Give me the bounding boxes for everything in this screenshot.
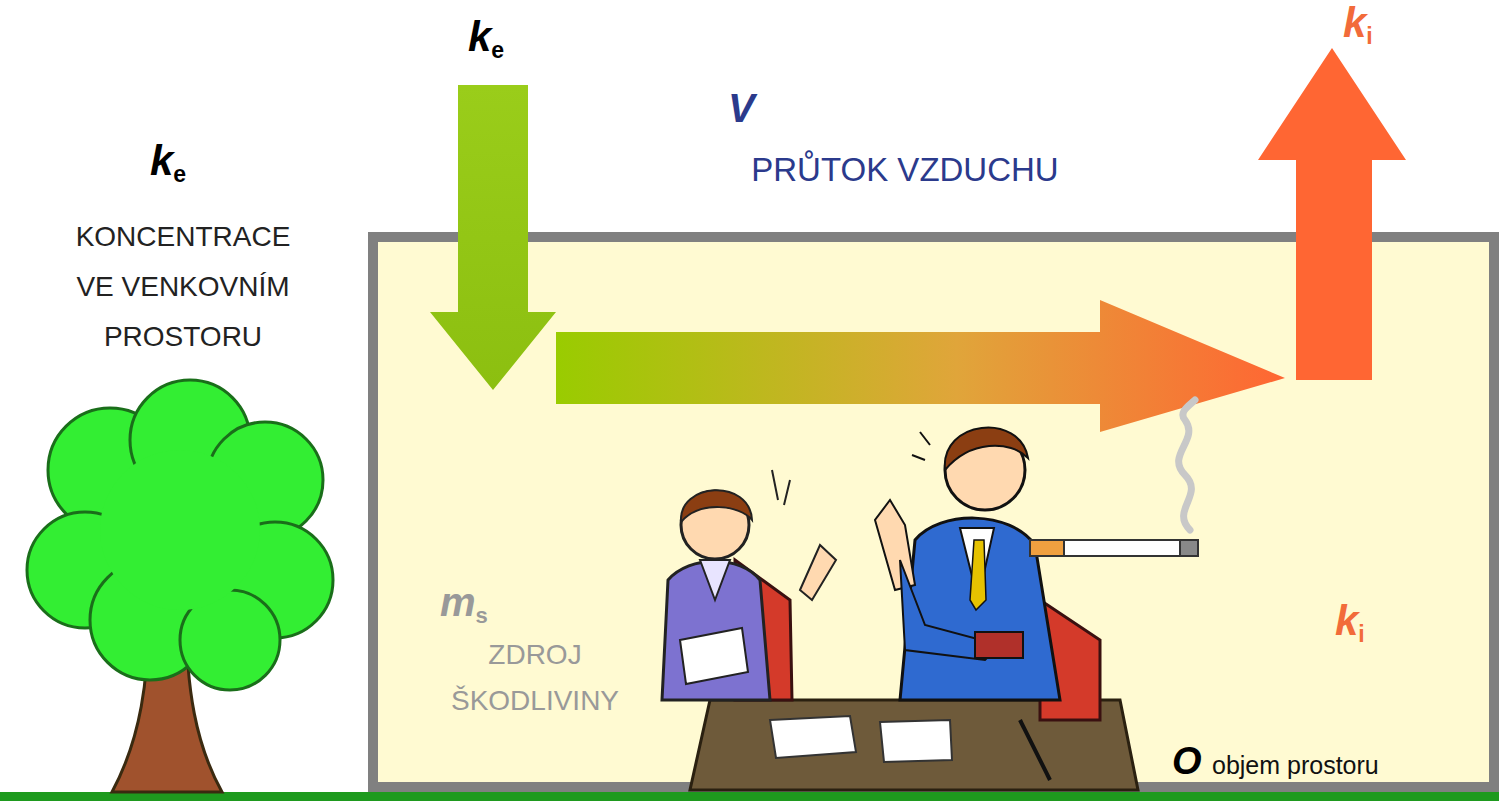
symbol-subscript: i bbox=[1366, 23, 1372, 49]
symbol-subscript: e bbox=[173, 161, 186, 187]
ground-line bbox=[0, 792, 1499, 801]
symbol-label: ke bbox=[150, 140, 220, 182]
man-figure bbox=[875, 400, 1198, 720]
flow-arrow bbox=[556, 300, 1285, 432]
symbol-main: m bbox=[440, 580, 476, 624]
symbol-subscript: s bbox=[476, 603, 488, 628]
symbol-main: k bbox=[1343, 0, 1366, 46]
symbol-main: k bbox=[468, 13, 491, 60]
outflow-arrow bbox=[1258, 48, 1406, 380]
source-label: ZDROJ ŠKODLIVINY bbox=[415, 632, 655, 724]
symbol-label: ki bbox=[1343, 2, 1413, 44]
inflow-arrow bbox=[430, 85, 556, 390]
symbol-label: ke bbox=[468, 16, 538, 58]
volume-label: objem prostoru bbox=[1212, 750, 1452, 780]
symbol-label: O bbox=[1172, 742, 1212, 780]
symbol-subscript: i bbox=[1358, 621, 1364, 647]
symbol-main: k bbox=[1335, 597, 1358, 644]
woman-figure bbox=[662, 470, 836, 700]
symbol-label: ki bbox=[1335, 600, 1405, 642]
symbol-subscript: e bbox=[491, 37, 504, 63]
symbol-label: V bbox=[728, 88, 788, 128]
symbol-label: ms bbox=[440, 582, 520, 622]
concentration-label: KONCENTRACE VE VENKOVNÍM PROSTORU bbox=[63, 212, 303, 362]
flow-label: PRŮTOK VZDUCHU bbox=[695, 150, 1115, 190]
symbol-main: k bbox=[150, 137, 173, 184]
tree bbox=[27, 380, 333, 792]
